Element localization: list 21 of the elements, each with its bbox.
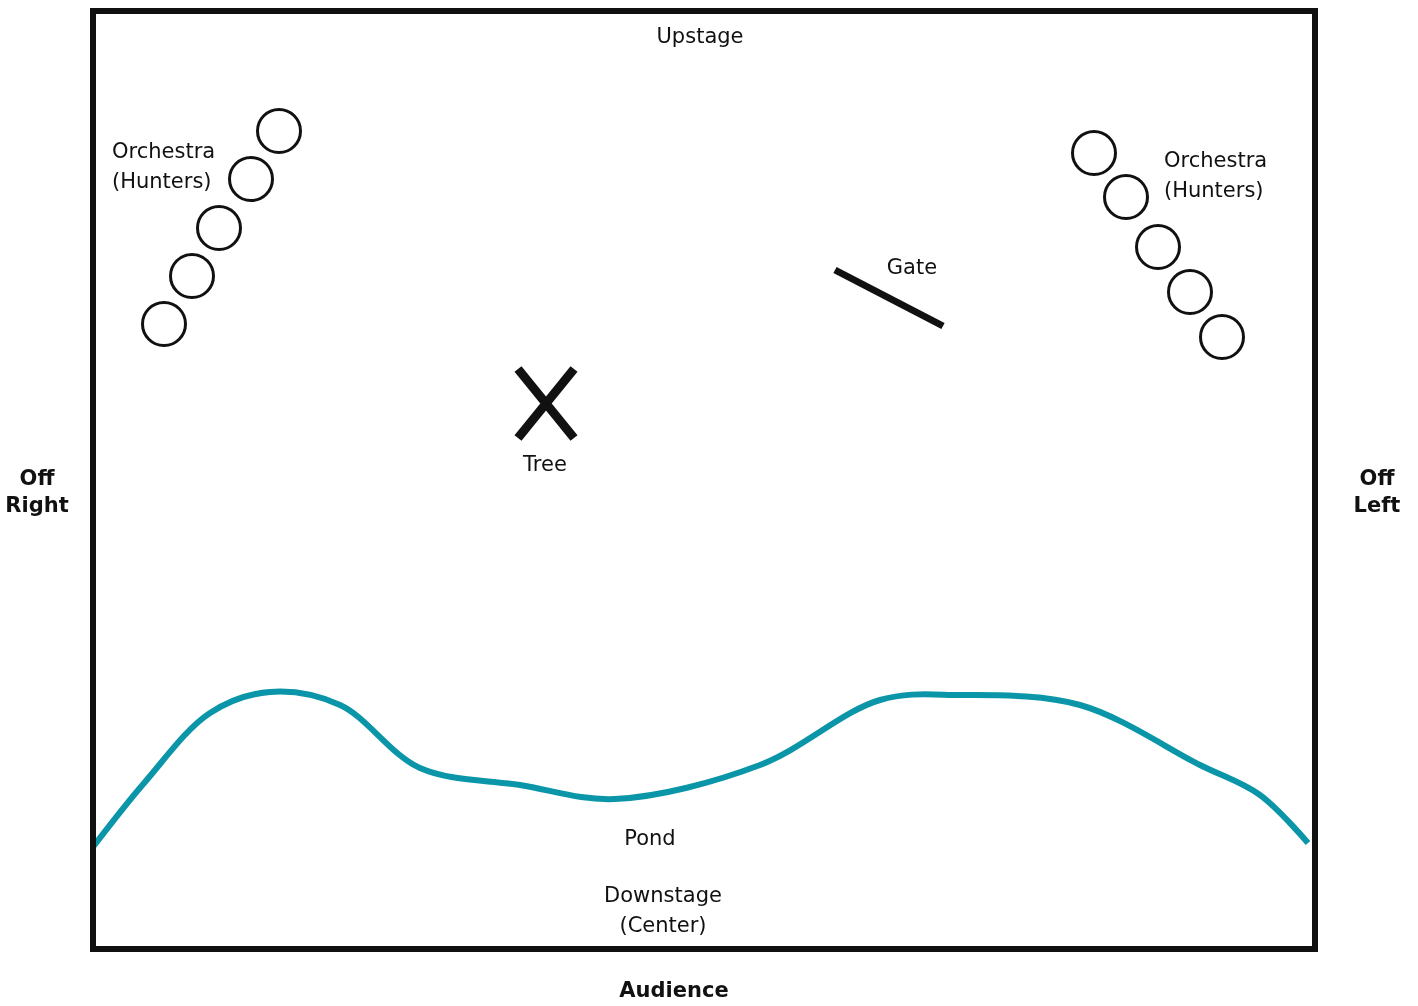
pond-label: Pond xyxy=(623,825,677,852)
audience-label: Audience xyxy=(618,977,730,1004)
orchestra-position-circle xyxy=(141,301,187,347)
orchestra-position-circle xyxy=(1135,224,1181,270)
orchestra-label: Orchestra (Hunters) xyxy=(1164,147,1269,204)
offstage-label: Off Right xyxy=(4,465,70,519)
orchestra-position-circle xyxy=(169,253,215,299)
tree-label: Tree xyxy=(522,451,568,478)
orchestra-position-circle xyxy=(196,205,242,251)
offstage-label: Off Left xyxy=(1352,465,1402,519)
stage-outline xyxy=(90,8,1318,952)
orchestra-position-circle xyxy=(256,108,302,154)
orchestra-position-circle xyxy=(1167,269,1213,315)
orchestra-position-circle xyxy=(1103,174,1149,220)
orchestra-position-circle xyxy=(1199,314,1245,360)
stage-direction-label: Upstage xyxy=(655,23,745,50)
orchestra-label: Orchestra (Hunters) xyxy=(112,138,217,195)
orchestra-position-circle xyxy=(1071,130,1117,176)
gate-label: Gate xyxy=(885,254,939,281)
stage-direction-label: Downstage (Center) xyxy=(603,882,723,939)
orchestra-position-circle xyxy=(228,156,274,202)
